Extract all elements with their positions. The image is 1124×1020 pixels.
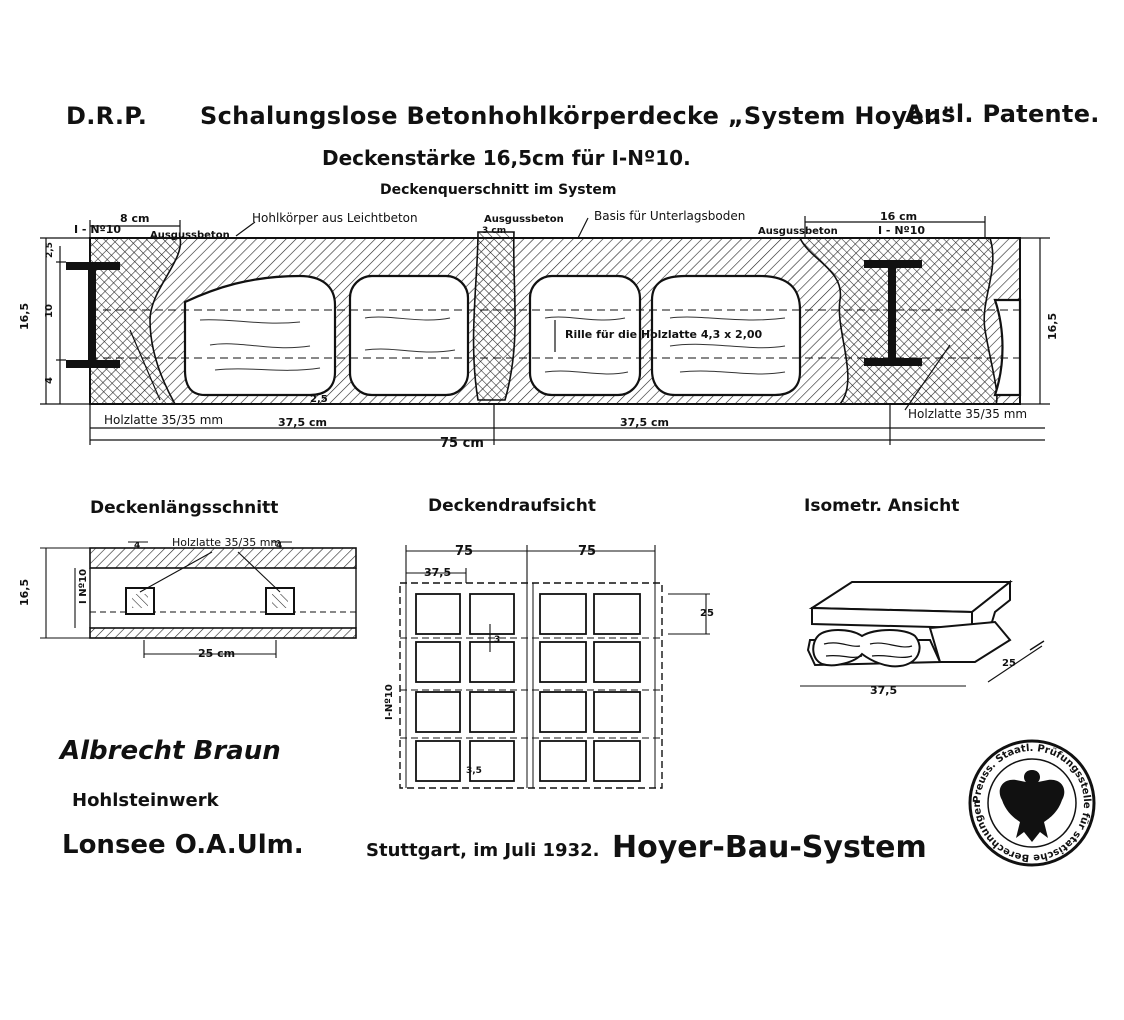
company-location: Lonsee O.A.Ulm.: [62, 830, 304, 860]
label-pv-dim-b: 75: [578, 544, 596, 559]
plan-view-title: Deckendraufsicht: [428, 496, 596, 516]
label-iso-width: 37,5: [870, 684, 897, 697]
leader-lines: [129, 320, 951, 411]
label-holzlatte-right: Holzlatte 35/35 mm: [908, 407, 1027, 421]
hollow-body-5: [993, 298, 1022, 397]
label-height-total-right: 16,5: [1046, 313, 1059, 340]
label-basis: Basis für Unterlagsboden: [594, 209, 745, 223]
label-ausguss-right: Ausgussbeton: [758, 226, 838, 237]
pour-joint-right: [798, 237, 998, 405]
hollow-bodies: [183, 274, 1022, 397]
longitudinal-section-title: Deckenlängsschnitt: [90, 498, 279, 518]
label-half-left: 37,5 cm: [278, 416, 327, 429]
pour-joint-middle: [472, 231, 516, 401]
plan-cells: [415, 593, 641, 782]
label-ls-span: 25 cm: [198, 647, 235, 660]
width-dimensions: [89, 404, 1045, 445]
label-ls-w-left: 4: [134, 541, 140, 551]
works-name: Hohlsteinwerk: [72, 790, 219, 811]
label-ausguss-left: Ausgussbeton: [150, 230, 230, 241]
label-pv-dim-3: 3: [494, 635, 500, 645]
eagle-icon: [999, 770, 1065, 842]
label-total-width: 75 cm: [440, 436, 484, 451]
patent-label: D.R.P.: [66, 102, 148, 130]
height-dimensions-left: [40, 237, 90, 405]
longitudinal-section: 16,5 I Nº10 4 4 Holzlatte 35/35 mm 25 cm: [18, 536, 357, 660]
isometric-view: [800, 579, 1045, 687]
label-beam-left: I - Nº10: [74, 223, 121, 236]
label-width-3: 3 cm: [482, 226, 506, 236]
label-pv-beam: I-Nº10: [384, 684, 395, 720]
label-holzlatte-left: Holzlatte 35/35 mm: [104, 413, 223, 427]
label-beam-right: I - Nº10: [878, 224, 925, 237]
label-rille: Rille für die Holzlatte 4,3 x 2,00: [565, 328, 763, 341]
label-height-10: 10: [44, 304, 55, 318]
label-pv-half: 37,5: [424, 566, 451, 579]
label-dim-2-5: 2,5: [310, 394, 328, 405]
label-half-right: 37,5 cm: [620, 416, 669, 429]
label-height-bottom: 4: [44, 377, 55, 384]
label-pv-dim-35: 3,5: [466, 766, 482, 776]
label-ls-height: 16,5: [18, 579, 31, 606]
height-dimension-right: [1020, 237, 1050, 405]
hollow-body-2: [348, 274, 470, 397]
cross-section: I - Nº10 8 cm Ausgussbeton Hohlkörper au…: [18, 209, 1059, 451]
hollow-body-4: [650, 274, 802, 397]
i-beam-left: [66, 262, 120, 368]
date-place: Stuttgart, im Juli 1932.: [366, 840, 600, 861]
label-width-16: 16 cm: [880, 210, 917, 223]
label-iso-depth: 25: [1002, 658, 1016, 669]
label-pv-25: 25: [700, 608, 714, 619]
cross-section-title: Deckenquerschnitt im System: [380, 182, 617, 198]
label-ls-beam: I Nº10: [78, 569, 89, 604]
system-name: Hoyer-Bau-System: [612, 830, 927, 865]
isometric-title: Isometr. Ansicht: [804, 496, 960, 516]
svg-text:Preuss. Staatl. Prüfungsstelle: Preuss. Staatl. Prüfungsstelle für stati…: [0, 0, 1092, 863]
stamp-text: Preuss. Staatl. Prüfungsstelle für stati…: [0, 0, 1092, 863]
hollow-body-3: [528, 274, 642, 397]
label-width-8: 8 cm: [120, 212, 149, 225]
top-dimensions: [89, 216, 986, 239]
label-height-total-left: 16,5: [18, 303, 31, 330]
hollow-body-1: [183, 274, 337, 397]
plan-view: 75 75 37,5 25 I-Nº10 3 3,5: [384, 544, 714, 789]
label-hohlkoerper: Hohlkörper aus Leichtbeton: [252, 211, 418, 225]
label-ls-w-right: 4: [276, 541, 282, 551]
page-title: Schalungslose Betonhohlkörperdecke „Syst…: [200, 102, 955, 130]
label-pv-dim-a: 75: [455, 544, 473, 559]
page-subtitle: Deckenstärke 16,5cm für I-Nº10.: [322, 146, 691, 170]
label-height-top: 2,5: [45, 242, 55, 258]
company-name: Albrecht Braun: [60, 736, 281, 766]
label-ls-holzlatte: Holzlatte 35/35 mm: [172, 536, 281, 549]
foreign-patents-label: Ausl. Patente.: [905, 100, 1100, 128]
label-ausguss-mid: Ausgussbeton: [484, 214, 564, 225]
i-beam-right: [864, 260, 922, 366]
wood-grain-lines: [199, 316, 786, 375]
